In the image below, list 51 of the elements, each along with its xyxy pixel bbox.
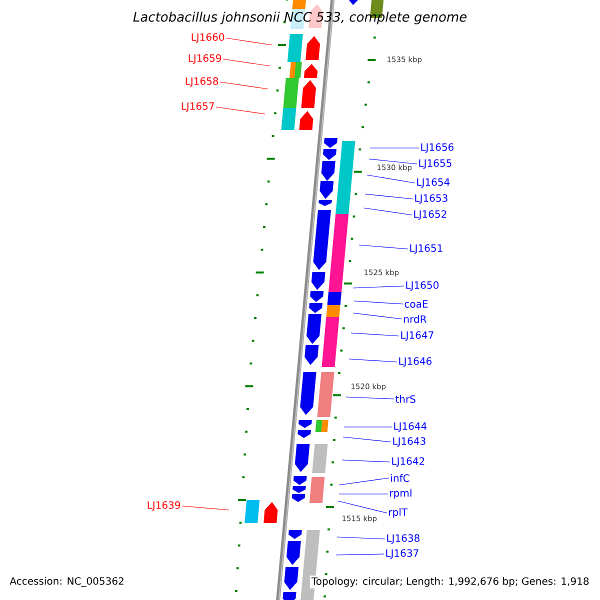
gene-label: LJ1655 <box>419 159 452 169</box>
gene-label: nrdR <box>404 315 426 323</box>
leader-line <box>350 332 400 336</box>
gene-label: rplT <box>389 508 408 518</box>
gene-label: infC <box>391 474 410 482</box>
gene-label: LJ1658 <box>186 77 218 87</box>
gene-label: LJ1660 <box>192 33 224 43</box>
leader-line <box>342 460 390 462</box>
leader-line <box>216 106 266 114</box>
gene-label: LJ1639 <box>148 501 180 511</box>
gene-label: LJ1652 <box>414 210 446 220</box>
leader-line <box>338 478 390 486</box>
gene-label: LJ1642 <box>392 457 424 467</box>
leader-line <box>352 312 402 320</box>
gene-label: coaE <box>404 300 428 308</box>
gene-label: LJ1654 <box>417 178 450 188</box>
leader-line <box>364 194 414 200</box>
leader-line <box>336 554 384 556</box>
leader-line <box>338 500 388 514</box>
leader-line <box>344 426 392 428</box>
leader-line <box>358 244 408 250</box>
leader-line <box>348 358 398 362</box>
leader-line <box>342 436 392 442</box>
gene-label: LJ1637 <box>386 549 418 559</box>
gene-label: LJ1656 <box>421 143 454 153</box>
leader-line <box>364 208 412 216</box>
leader-line <box>336 536 386 540</box>
title: Lactobacillus johnsonii NCC 533, complete genome <box>133 12 467 24</box>
leader-line <box>352 286 404 288</box>
gene-label: LJ1659 <box>188 54 222 64</box>
footer-text: Accession: NC_005362 <box>8 576 126 588</box>
leader-line <box>220 82 268 90</box>
leader-line <box>182 506 230 510</box>
gene-label: LJ1653 <box>415 194 448 204</box>
leader-line <box>226 38 272 46</box>
gene-label: LJ1650 <box>406 281 438 291</box>
gene-label: LJ1651 <box>410 244 442 254</box>
gene-label: rpmI <box>390 489 412 499</box>
leader-line <box>368 158 418 164</box>
footer-text: Topology: circular; Length: 1,992,676 bp; Genes: 1,918 <box>310 576 591 588</box>
gene-label: LJ1657 <box>182 102 214 112</box>
leader-line <box>366 174 416 184</box>
leader-line <box>222 58 270 66</box>
gene-label: thrS <box>395 395 416 403</box>
gene-label: LJ1647 <box>401 331 434 341</box>
leader-line <box>346 396 394 400</box>
gene-label: LJ1644 <box>394 422 427 432</box>
leader-line <box>354 300 404 304</box>
gene-label: LJ1638 <box>387 534 420 544</box>
gene-label: LJ1646 <box>399 357 432 367</box>
gene-label: LJ1643 <box>393 437 426 447</box>
